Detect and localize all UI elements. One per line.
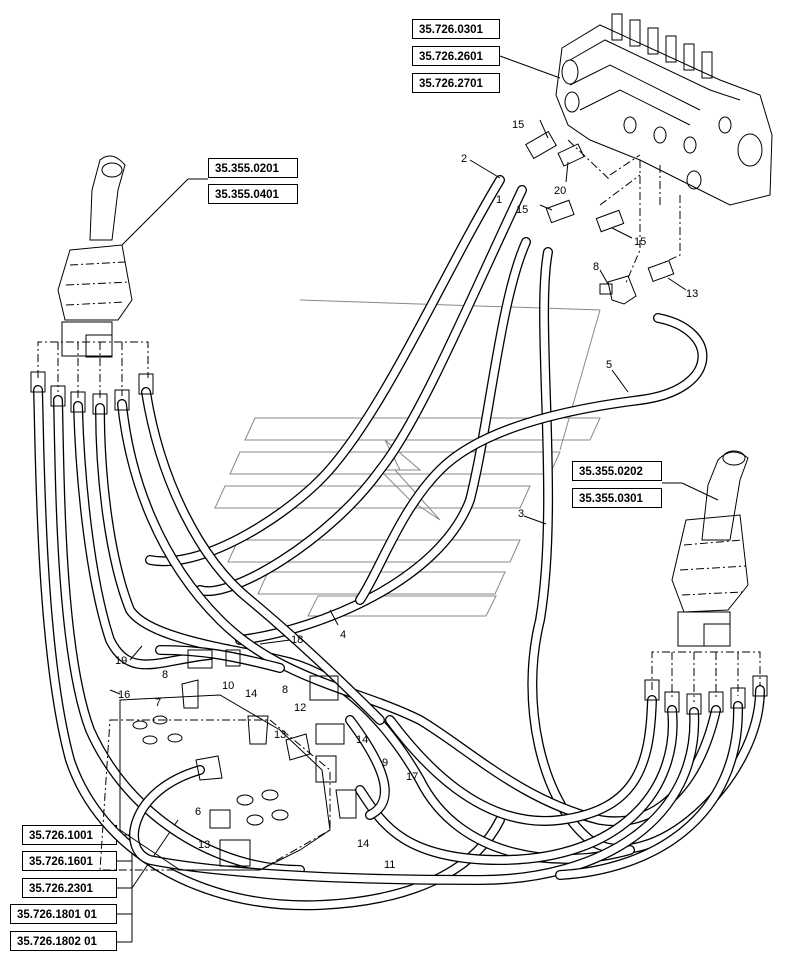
callout-5: 5	[606, 359, 612, 371]
callout-6: 6	[195, 806, 201, 818]
callout-15a: 15	[512, 119, 524, 131]
ref-35-726-1801-01[interactable]: 35.726.1801 01	[10, 904, 117, 924]
callout-19: 19	[115, 655, 127, 667]
callout-18: 18	[291, 634, 303, 646]
callout-8b: 8	[282, 684, 288, 696]
lower-control-valve	[99, 694, 331, 871]
callout-13b: 13	[198, 839, 210, 851]
ref-35-726-0301[interactable]: 35.726.0301	[412, 19, 500, 39]
fittings-top	[525, 130, 675, 305]
callout-3: 3	[518, 508, 524, 520]
callout-2: 2	[461, 153, 467, 165]
callout-14a: 14	[245, 688, 257, 700]
ref-35-355-0401[interactable]: 35.355.0401	[208, 184, 298, 204]
callout-leaders	[109, 119, 687, 695]
right-joystick	[671, 450, 749, 647]
callout-13c: 13	[686, 288, 698, 300]
connection-dashes-top	[567, 139, 681, 286]
callout-numbers: 1 2 3 4 5 6 7 8 8 8 9 10 11 12 13 13 13 …	[115, 119, 698, 871]
callout-14c: 14	[357, 838, 369, 850]
callout-4: 4	[340, 629, 346, 641]
callout-20: 20	[554, 185, 566, 197]
callout-15c: 15	[634, 236, 646, 248]
callout-11: 11	[384, 859, 395, 871]
ref-35-355-0201[interactable]: 35.355.0201	[208, 158, 298, 178]
ref-35-355-0202[interactable]: 35.355.0202	[572, 461, 662, 481]
callout-8c: 8	[593, 261, 599, 273]
ref-35-726-2701[interactable]: 35.726.2701	[412, 73, 500, 93]
ref-35-726-1802-01[interactable]: 35.726.1802 01	[10, 931, 117, 951]
ref-35-726-1601[interactable]: 35.726.1601	[22, 851, 117, 871]
callout-9: 9	[382, 757, 388, 769]
callout-10: 10	[222, 680, 234, 692]
callout-13a: 13	[274, 729, 286, 741]
main-control-valve	[555, 13, 773, 206]
ref-35-726-2601[interactable]: 35.726.2601	[412, 46, 500, 66]
right-port-fittings	[644, 675, 768, 715]
ref-35-726-2301[interactable]: 35.726.2301	[22, 878, 117, 898]
callout-17: 17	[406, 771, 418, 783]
callout-7: 7	[155, 697, 161, 709]
left-joystick	[57, 155, 133, 358]
callout-8a: 8	[162, 669, 168, 681]
callout-14b: 14	[356, 734, 368, 746]
right-joystick-ports	[651, 651, 761, 702]
callout-1: 1	[496, 194, 502, 206]
left-joystick-ports	[37, 341, 149, 400]
callout-12: 12	[294, 702, 306, 714]
left-port-fittings	[30, 371, 154, 415]
fittings-middle	[181, 649, 357, 829]
ref-35-726-1001[interactable]: 35.726.1001	[22, 825, 117, 845]
callout-15b: 15	[516, 204, 528, 216]
callout-16: 16	[118, 689, 130, 701]
hoses	[33, 175, 765, 911]
ref-35-355-0301[interactable]: 35.355.0301	[572, 488, 662, 508]
